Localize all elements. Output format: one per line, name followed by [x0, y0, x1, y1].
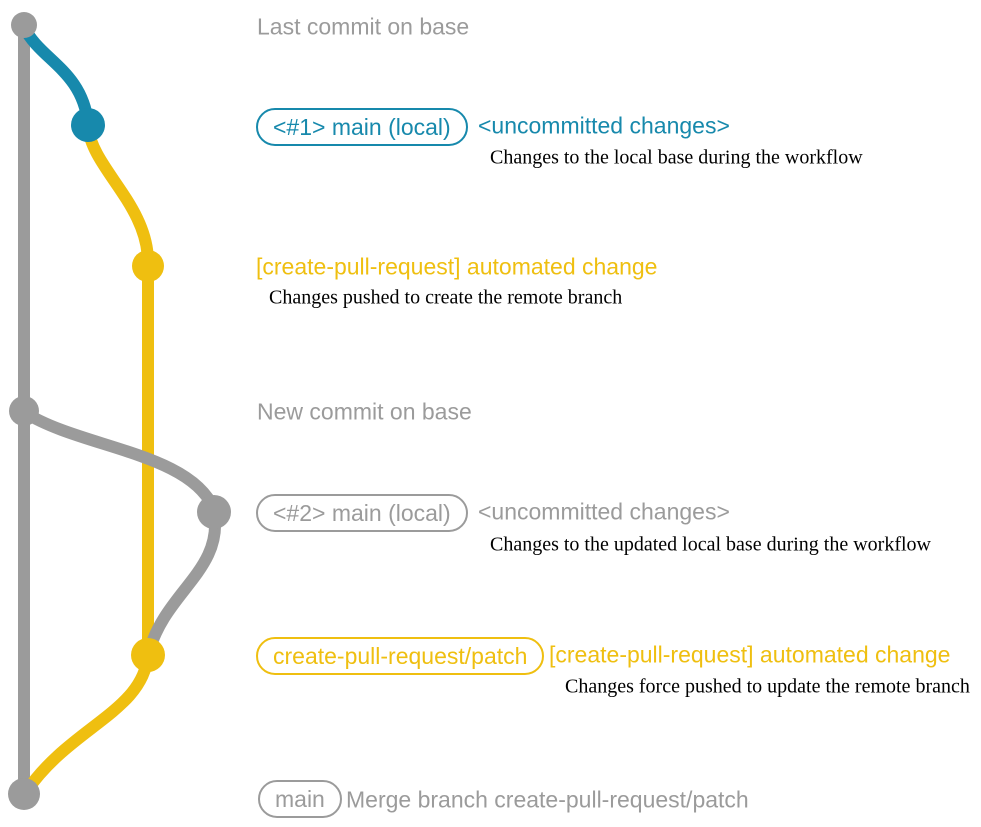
merge-commit-label: Merge branch create-pull-request/patch	[346, 786, 749, 813]
uncommitted-changes-label-1: <uncommitted changes>	[478, 112, 730, 139]
uncommitted-changes-description-1: Changes to the local base during the wor…	[490, 146, 863, 169]
commit-dot-uncommitted-2	[197, 495, 231, 529]
branch-badge-main-local-2: <#2> main (local)	[256, 494, 468, 532]
create-pull-request-branch-line	[20, 121, 154, 798]
commit-dot-automated-1	[132, 250, 164, 282]
commit-dot-merge	[8, 778, 40, 810]
branch-badge-main-local-1: <#1> main (local)	[256, 108, 468, 146]
uncommitted-changes-label-2: <uncommitted changes>	[478, 498, 730, 525]
local-changes-1-line	[18, 21, 94, 129]
automated-change-label-1: [create-pull-request] automated change	[256, 253, 658, 280]
local-changes-2-line	[18, 406, 220, 515]
branch-badge-create-pull-request-patch: create-pull-request/patch	[256, 637, 545, 675]
automated-change-description-2: Changes force pushed to update the remot…	[565, 675, 970, 698]
automated-change-description-1: Changes pushed to create the remote bran…	[269, 286, 623, 309]
commit-dot-new-base	[9, 396, 39, 426]
new-commit-heading: New commit on base	[257, 398, 472, 425]
branch-badge-main: main	[258, 780, 342, 818]
last-commit-heading: Last commit on base	[257, 13, 470, 40]
rebase-into-patch-line	[143, 506, 222, 658]
commit-dot-automated-2	[131, 638, 165, 672]
commit-dot-uncommitted-1	[71, 108, 105, 142]
automated-change-label-2: [create-pull-request] automated change	[549, 641, 951, 668]
commit-dot-last-base	[11, 12, 37, 38]
uncommitted-changes-description-2: Changes to the updated local base during…	[490, 533, 931, 556]
